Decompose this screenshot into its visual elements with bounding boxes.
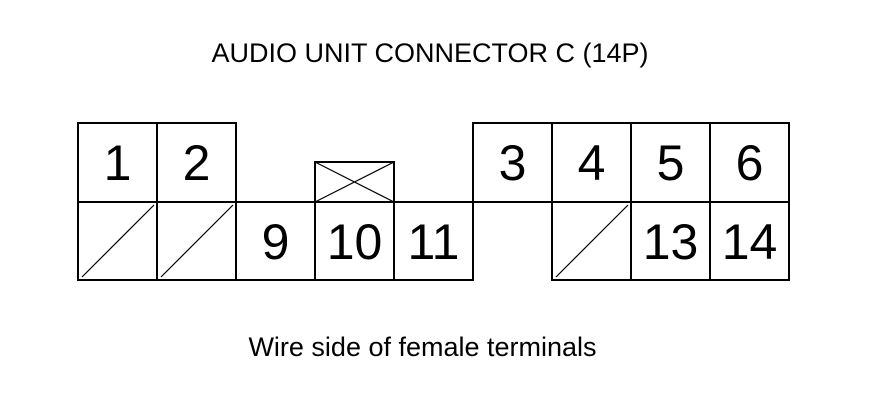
lock-tab bbox=[314, 161, 395, 203]
pin-14: 14 bbox=[722, 214, 778, 270]
pin-6: 6 bbox=[736, 135, 764, 191]
lock-tab-cross bbox=[314, 161, 395, 203]
view-caption: Wire side of female terminals bbox=[248, 332, 597, 362]
pin-5: 5 bbox=[657, 135, 685, 191]
unused-slot-7 bbox=[81, 204, 155, 278]
unused-slot-8 bbox=[160, 204, 234, 278]
pin-11: 11 bbox=[408, 214, 460, 270]
unused-slot-12 bbox=[555, 204, 629, 278]
pin-3: 3 bbox=[499, 135, 527, 191]
pin-10: 10 bbox=[327, 214, 383, 270]
pin-2: 2 bbox=[183, 135, 211, 191]
pin-13: 13 bbox=[643, 214, 699, 270]
pin-1: 1 bbox=[104, 135, 132, 191]
pin-9: 9 bbox=[262, 214, 290, 270]
connector-title: AUDIO UNIT CONNECTOR C (14P) bbox=[211, 38, 649, 68]
pin-4: 4 bbox=[578, 135, 606, 191]
